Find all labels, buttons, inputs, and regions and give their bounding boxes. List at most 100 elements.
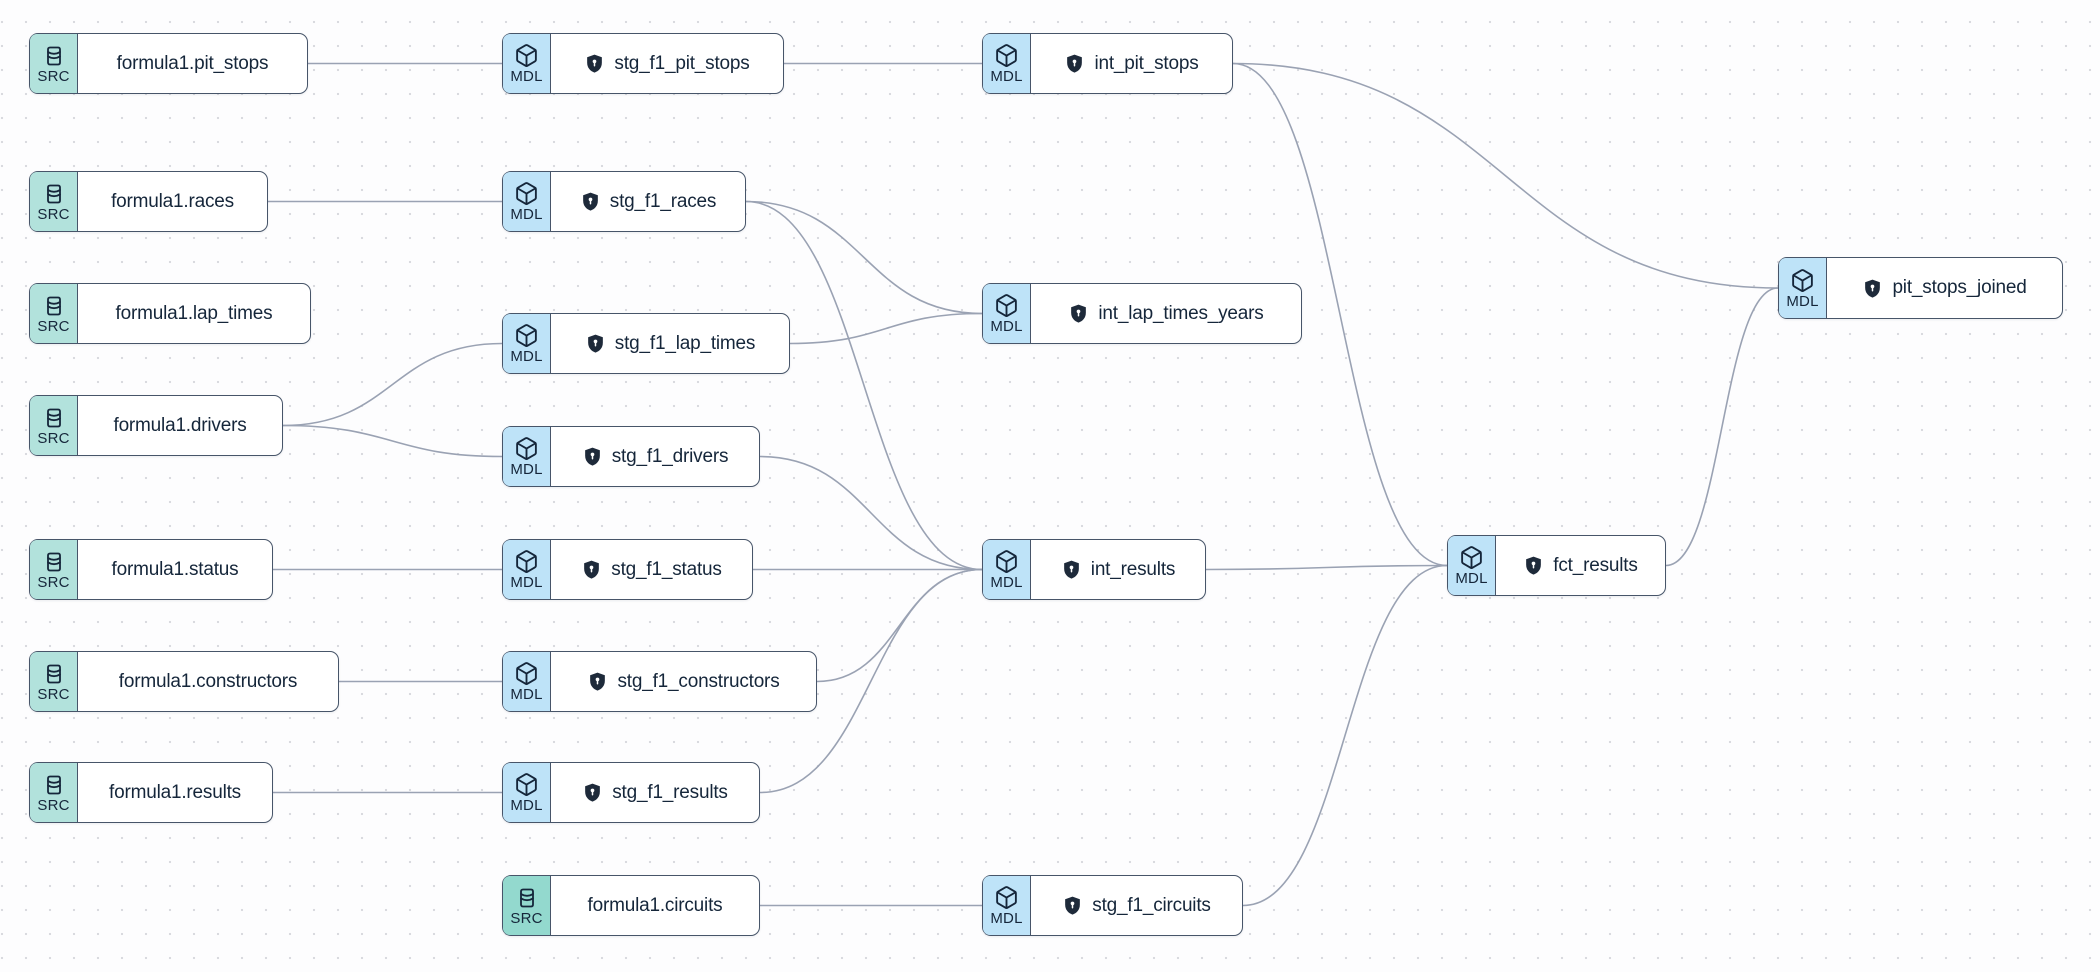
source-badge: SRC [30,652,78,711]
lineage-node-src_results[interactable]: SRC formula1.results [29,762,273,823]
model-badge: MDL [503,427,551,486]
lineage-node-stg_f1_results[interactable]: MDL stg_f1_results [502,762,760,823]
badge-label: SRC [37,685,70,703]
cube-icon [1461,546,1482,569]
model-badge: MDL [503,34,551,93]
database-icon [46,408,61,427]
node-label: int_results [1090,558,1176,580]
node-label: stg_f1_races [609,190,717,212]
cube-icon [516,44,537,67]
node-label: formula1.circuits [587,894,723,916]
cube-icon [516,662,537,685]
node-label: stg_f1_circuits [1092,894,1211,916]
badge-label: SRC [37,429,70,447]
badge-label: MDL [510,574,543,591]
node-label: formula1.pit_stops [116,52,269,74]
database-icon [46,184,61,203]
source-badge: SRC [30,172,78,231]
node-label: stg_f1_drivers [611,445,729,467]
lineage-node-src_constructors[interactable]: SRC formula1.constructors [29,651,339,712]
node-body: int_pit_stops [1031,34,1232,93]
badge-label: SRC [37,67,70,85]
lineage-node-stg_f1_drivers[interactable]: MDL stg_f1_drivers [502,426,760,487]
node-body: stg_f1_circuits [1031,876,1242,935]
node-body: stg_f1_lap_times [551,314,789,373]
lineage-node-int_lap_times_years[interactable]: MDL int_lap_times_years [982,283,1302,344]
database-icon [46,775,61,794]
shield-lock-icon [582,192,598,211]
lineage-node-src_pit_stops[interactable]: SRC formula1.pit_stops [29,33,308,94]
source-badge: SRC [30,396,78,455]
model-badge: MDL [983,284,1031,343]
database-icon [46,552,61,571]
cube-icon [516,437,537,460]
shield-lock-icon [587,334,603,353]
node-label: int_pit_stops [1094,52,1199,74]
source-badge: SRC [30,284,78,343]
shield-lock-icon [1865,279,1881,298]
model-badge: MDL [1448,536,1496,595]
database-icon [46,46,61,65]
model-badge: MDL [983,540,1031,599]
node-body: formula1.drivers [78,396,282,455]
node-body: formula1.status [78,540,272,599]
edge-fct_results-to-pit_stops_joined [1665,287,1779,567]
badge-label: MDL [990,68,1023,85]
node-body: formula1.constructors [78,652,338,711]
node-label: stg_f1_results [612,781,728,803]
node-body: stg_f1_races [551,172,745,231]
model-badge: MDL [503,540,551,599]
shield-lock-icon [1065,896,1081,915]
node-body: formula1.results [78,763,272,822]
shield-lock-icon [587,54,603,73]
node-label: formula1.results [109,781,241,803]
badge-label: SRC [37,205,70,223]
badge-label: MDL [510,348,543,365]
database-icon [46,296,61,315]
badge-label: MDL [510,797,543,814]
source-badge: SRC [503,876,551,935]
node-label: formula1.lap_times [115,302,273,324]
lineage-node-src_drivers[interactable]: SRC formula1.drivers [29,395,283,456]
cube-icon [516,182,537,205]
database-icon [519,888,534,907]
shield-lock-icon [585,783,601,802]
node-label: stg_f1_lap_times [614,332,756,354]
shield-lock-icon [590,672,606,691]
edge-src_drivers-to-stg_f1_drivers [282,424,503,458]
edge-int_pit_stops-to-pit_stops_joined [1232,62,1779,289]
shield-lock-icon [1067,54,1083,73]
node-body: stg_f1_drivers [551,427,759,486]
badge-label: MDL [990,910,1023,927]
node-body: fct_results [1496,536,1665,595]
node-body: formula1.circuits [551,876,759,935]
lineage-node-pit_stops_joined[interactable]: MDL pit_stops_joined [1778,257,2063,319]
node-body: formula1.lap_times [78,284,310,343]
badge-label: SRC [510,909,543,927]
lineage-node-stg_f1_circuits[interactable]: MDL stg_f1_circuits [982,875,1243,936]
badge-label: MDL [1786,292,1819,310]
edge-int_results-to-fct_results [1205,564,1448,571]
badge-label: SRC [37,796,70,814]
cube-icon [996,550,1017,573]
source-badge: SRC [30,763,78,822]
lineage-node-stg_f1_lap_times[interactable]: MDL stg_f1_lap_times [502,313,790,374]
node-body: stg_f1_pit_stops [551,34,783,93]
node-body: pit_stops_joined [1827,258,2062,318]
lineage-node-src_circuits[interactable]: SRC formula1.circuits [502,875,760,936]
lineage-node-int_results[interactable]: MDL int_results [982,539,1206,600]
node-label: int_lap_times_years [1098,302,1264,324]
lineage-node-int_pit_stops[interactable]: MDL int_pit_stops [982,33,1233,94]
source-badge: SRC [30,34,78,93]
lineage-node-src_lap_times[interactable]: SRC formula1.lap_times [29,283,311,344]
badge-label: MDL [990,318,1023,335]
